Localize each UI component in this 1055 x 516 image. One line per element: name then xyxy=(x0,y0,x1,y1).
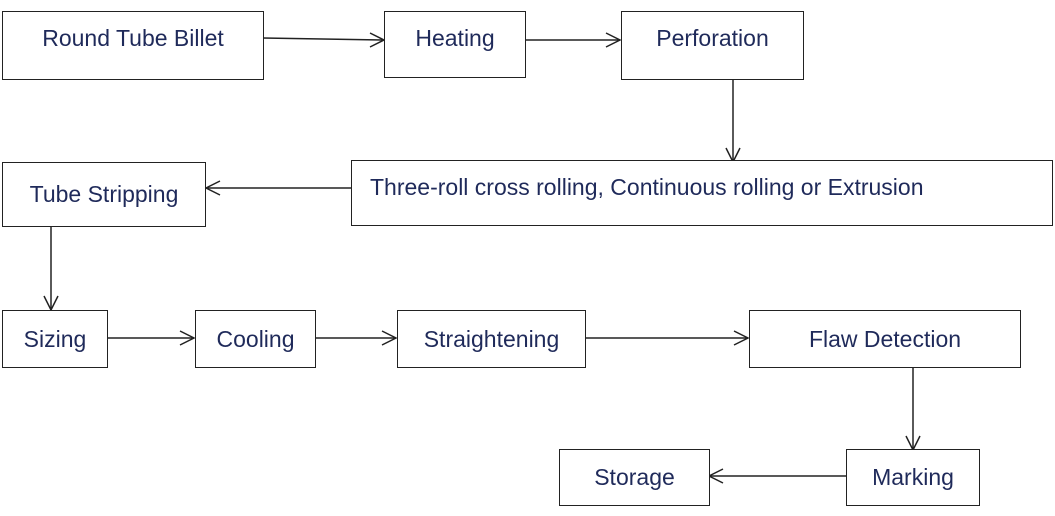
node-round-tube-billet: Round Tube Billet xyxy=(2,11,264,80)
node-marking: Marking xyxy=(846,449,980,506)
node-label: Cooling xyxy=(216,325,295,352)
arrow-marking-to-storage xyxy=(707,468,846,484)
node-label: Round Tube Billet xyxy=(42,25,224,51)
arrow-rolling-to-stripping xyxy=(204,180,351,196)
node-tube-stripping: Tube Stripping xyxy=(2,162,206,227)
node-heating: Heating xyxy=(384,11,526,78)
node-cooling: Cooling xyxy=(195,310,316,368)
node-flaw-detection: Flaw Detection xyxy=(749,310,1021,368)
node-straightening: Straightening xyxy=(397,310,586,368)
arrow-cooling-to-straightening xyxy=(315,330,398,346)
node-label: Three-roll cross rolling, Continuous rol… xyxy=(370,174,924,200)
node-sizing: Sizing xyxy=(2,310,108,368)
node-perforation: Perforation xyxy=(621,11,804,80)
arrow-sizing-to-cooling xyxy=(107,330,196,346)
node-label: Sizing xyxy=(23,325,87,352)
arrow-flaw-detection-to-marking xyxy=(905,368,921,452)
node-label: Tube Stripping xyxy=(29,181,179,207)
node-label: Marking xyxy=(872,464,954,490)
node-label: Heating xyxy=(415,25,495,51)
node-label: Flaw Detection xyxy=(808,325,962,352)
arrow-heating-to-perforation xyxy=(526,32,622,48)
arrow-billet-to-heating xyxy=(262,32,386,48)
arrow-stripping-to-sizing xyxy=(43,227,59,312)
arrow-perforation-to-rolling xyxy=(725,80,741,164)
node-rolling: Three-roll cross rolling, Continuous rol… xyxy=(351,160,1053,226)
node-label: Straightening xyxy=(423,325,560,352)
node-label: Storage xyxy=(594,464,675,490)
node-storage: Storage xyxy=(559,449,710,506)
arrow-straightening-to-flaw-detection xyxy=(585,330,750,346)
node-label: Perforation xyxy=(656,25,769,51)
